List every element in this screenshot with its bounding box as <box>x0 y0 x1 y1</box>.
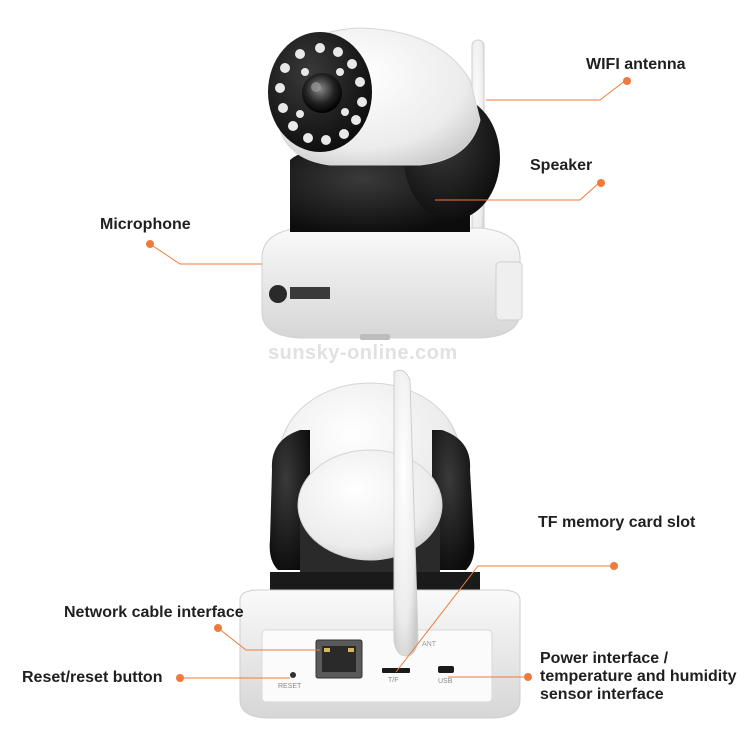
rear-antenna <box>393 369 419 657</box>
label-microphone: Microphone <box>100 216 191 233</box>
watermark: sunsky-online.com <box>268 342 458 364</box>
callout-dot-wifi <box>623 77 631 85</box>
callout-dot-reset <box>176 674 184 682</box>
label-reset-button: Reset/reset button <box>22 669 163 686</box>
port-label-usb: USB <box>438 678 453 685</box>
label-power-interface-2: temperature and humidity <box>540 668 737 685</box>
label-wifi-antenna: WIFI antenna <box>586 56 686 73</box>
callout-dot-network <box>214 624 222 632</box>
callout-dot-power <box>524 673 532 681</box>
callout-dot-tf <box>610 562 618 570</box>
label-power-interface-3: sensor interface <box>540 686 664 703</box>
callout-dot-speaker <box>597 179 605 187</box>
label-network-cable: Network cable interface <box>64 604 244 621</box>
label-speaker: Speaker <box>530 157 593 174</box>
tf-card-slot <box>382 668 410 673</box>
port-label-tf: T/F <box>388 677 399 684</box>
label-tf-slot: TF memory card slot <box>538 514 696 531</box>
port-label-reset: RESET <box>278 683 302 690</box>
port-label-ant: ANT <box>422 641 436 648</box>
brand-logo-icon <box>269 285 287 303</box>
callout-dot-microphone <box>146 240 154 248</box>
reset-button-hole <box>290 672 296 678</box>
usb-power-port <box>438 666 454 673</box>
label-power-interface-1: Power interface / <box>540 650 669 667</box>
